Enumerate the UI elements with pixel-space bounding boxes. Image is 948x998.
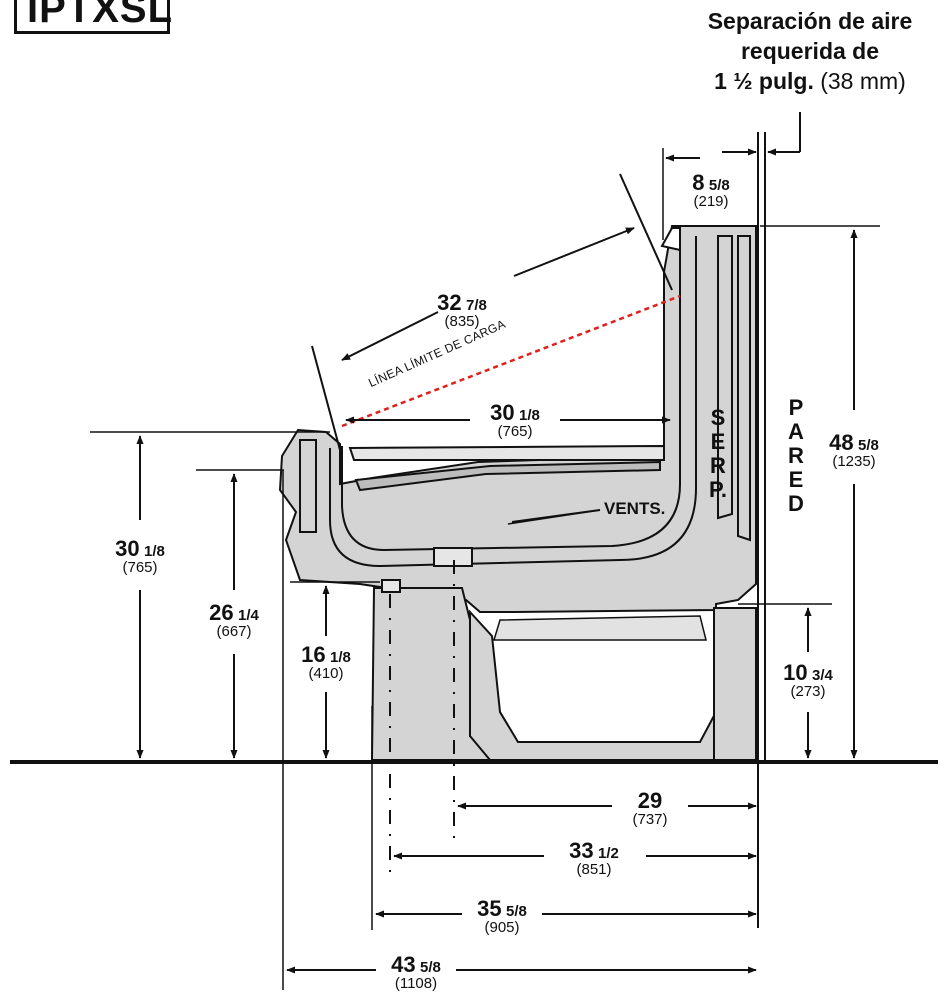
air-gap-line1: Separación de aire	[707, 8, 913, 34]
air-gap-note: Separación de aire requerida de 1 ½ pulg…	[690, 6, 930, 96]
dim-10-3-4-label: 10 3/4 (273)	[783, 660, 833, 700]
case-body	[278, 225, 757, 613]
dim-32-arrow-b	[513, 227, 635, 277]
model-title-box: IPTXSL	[14, 0, 174, 34]
dim-48-5-8-label: 48 5/8 (1235)	[829, 430, 879, 470]
base-mid	[469, 609, 717, 761]
air-gap-line3-rest: (38 mm)	[813, 68, 906, 94]
base-panel	[492, 615, 707, 641]
rear-duct-2	[737, 235, 751, 542]
deck-pan	[354, 460, 661, 492]
ext-32-a	[311, 345, 341, 451]
front-bumper	[299, 439, 317, 533]
dim-16-1-8-label: 16 1/8 (410)	[301, 642, 351, 682]
dim-32-arrow-a	[341, 311, 439, 361]
dim-30-top-label: 30 1/8 (765)	[490, 400, 540, 440]
air-gap-line3-bold: 1 ½ pulg.	[714, 68, 814, 94]
canopy-edge	[660, 227, 681, 252]
model-title: IPTXSL	[27, 0, 174, 31]
serp-label: S E R P.	[709, 405, 727, 502]
dim-29-label: 29 (737)	[632, 788, 668, 828]
vents-label: VENTS.	[604, 499, 666, 518]
vents-leader	[507, 509, 601, 525]
case-liner	[329, 236, 697, 568]
base-rear	[713, 607, 757, 761]
wall-label: P A R E D	[788, 395, 804, 516]
load-limit-line	[341, 294, 681, 428]
rear-duct	[717, 235, 733, 520]
air-gap-line2: requerida de	[740, 38, 880, 64]
ext-32-b	[619, 173, 673, 291]
dim-33-1-2-label: 33 1/2 (851)	[569, 838, 619, 878]
dim-26-1-4-label: 26 1/4 (667)	[209, 600, 259, 640]
leg-cap	[381, 579, 401, 593]
dim-32-7-8-label: 32 7/8 (835)	[437, 290, 487, 330]
dim-30-left-label: 30 1/8 (765)	[115, 536, 165, 576]
dim-8-5-8-label: 8 5/8 (219)	[692, 170, 730, 210]
shelf	[348, 444, 665, 461]
case-liner-inner	[341, 250, 681, 552]
dim-35-5-8-label: 35 5/8 (905)	[477, 896, 527, 936]
dim-43-5-8-label: 43 5/8 (1108)	[391, 952, 441, 992]
